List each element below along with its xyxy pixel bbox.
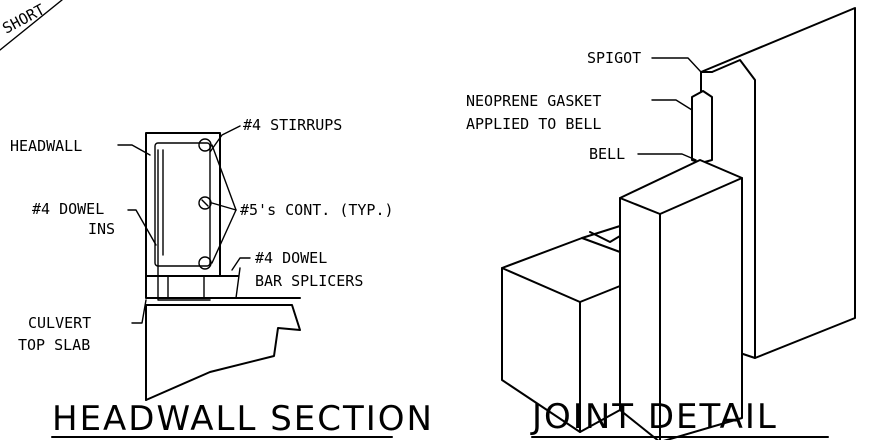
pipe-wall-edge [711, 59, 756, 359]
leader-spigot [651, 57, 702, 73]
label-dowel-1: #4 DOWEL [32, 200, 104, 218]
leader-cont-1 [211, 202, 237, 211]
label-spigot: SPIGOT [587, 49, 641, 67]
cont-bar-bottom [198, 256, 212, 270]
label-headwall: HEADWALL [10, 137, 82, 155]
leader-bell [637, 153, 697, 161]
leader-culvert [131, 299, 147, 324]
headwall-section: SHORT HEADWALL #4 STIRRUPS [0, 0, 434, 439]
label-dowel-2: INS [88, 220, 115, 238]
slab-break-line [145, 304, 301, 401]
label-culvert-1: CULVERT [28, 314, 91, 332]
label-gasket-2: APPLIED TO BELL [466, 115, 601, 133]
splicer-hook [199, 267, 241, 299]
label-splicers-2: BAR SPLICERS [255, 272, 363, 290]
leader-dowel [127, 209, 157, 246]
label-stirrups: #4 STIRRUPS [243, 116, 342, 134]
step-ledge [581, 225, 621, 239]
leader-cont-3 [211, 209, 237, 264]
label-splicers-1: #4 DOWEL [255, 249, 327, 267]
leader-stirrups [209, 125, 241, 153]
cont-bar-top [198, 138, 212, 152]
label-gasket-1: NEOPRENE GASKET [466, 92, 601, 110]
corner-text: SHORT [0, 0, 48, 37]
title-joint-detail: JOINT DETAIL [530, 397, 778, 437]
joint-detail: SPIGOT NEOPRENE GASKET APPLIED TO BELL B… [466, 7, 856, 440]
gasket [691, 90, 713, 164]
leader-headwall [117, 144, 151, 156]
cont-bar-mid [198, 196, 212, 210]
headwall-outline [145, 132, 221, 277]
slab-top-edge [145, 275, 301, 299]
corner-note: SHORT [0, 0, 63, 51]
leader-gasket [651, 99, 693, 111]
step-notch [589, 231, 621, 243]
title-headwall-section: HEADWALL SECTION [52, 399, 434, 439]
leader-splicers [231, 257, 251, 271]
leader-cont-2 [211, 144, 237, 211]
label-culvert-2: TOP SLAB [18, 336, 90, 354]
dowel-bar [157, 149, 211, 301]
stirrup [154, 142, 211, 267]
cont-bar-cross [201, 199, 209, 207]
label-cont: #5's CONT. (TYP.) [240, 201, 394, 219]
label-bell: BELL [589, 145, 625, 163]
